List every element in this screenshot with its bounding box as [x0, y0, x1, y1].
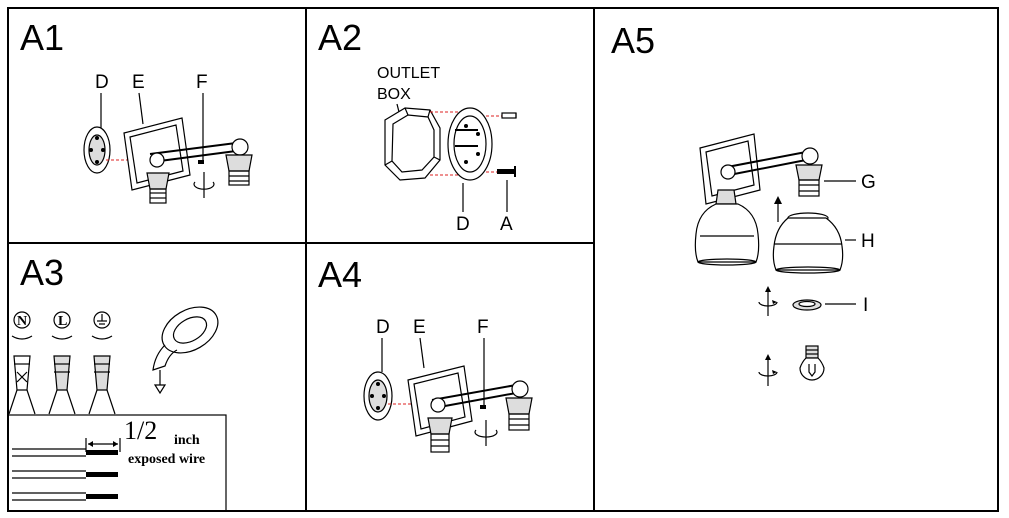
live-letter: L	[58, 314, 67, 329]
arm	[430, 380, 529, 413]
wire-strip-guide: 1/2 inch exposed wire	[7, 414, 227, 512]
arm	[149, 138, 249, 168]
panel-title-a4: A4	[318, 254, 362, 295]
light-bulb-icon	[799, 345, 825, 381]
label-i: I	[863, 295, 868, 316]
screw-top	[501, 112, 517, 119]
lock-ring-i	[792, 299, 822, 311]
label-h: H	[861, 231, 875, 252]
mounting-plate-d	[447, 107, 493, 181]
wire-nut-ground	[88, 355, 116, 415]
label-g: G	[861, 172, 876, 193]
outer-frame	[7, 7, 999, 512]
up-arrow	[774, 196, 782, 222]
ground-icon	[91, 311, 113, 340]
panel-a5: A5 G H I	[611, 20, 876, 386]
wire-2	[12, 470, 118, 479]
mounting-plate-d	[363, 371, 393, 421]
label-d: D	[95, 72, 109, 93]
outlet-box-label-line2: BOX	[377, 86, 411, 103]
label-d: D	[376, 317, 390, 338]
wire-nut-neutral	[8, 355, 36, 415]
screw-a	[497, 166, 516, 177]
wire-1	[12, 448, 118, 457]
strip-length-unit: inch	[174, 433, 200, 448]
live-symbol: L	[51, 311, 73, 340]
rotate-arrow	[758, 286, 778, 316]
outlet-box-label-line1: OUTLET	[377, 65, 440, 82]
neutral-letter: N	[17, 314, 27, 329]
panel-title-a2: A2	[318, 17, 362, 58]
panel-a3: A3 N L	[7, 252, 227, 512]
panel-a2: A2 OUTLET BOX D A	[318, 17, 517, 235]
label-e: E	[132, 72, 145, 93]
panel-title-a3: A3	[20, 252, 64, 293]
panel-title-a1: A1	[20, 17, 64, 58]
arm	[720, 147, 819, 180]
electrical-tape	[152, 306, 219, 395]
strip-caption: exposed wire	[128, 452, 205, 467]
label-a: A	[500, 214, 513, 235]
socket-a1-left	[146, 172, 170, 204]
wire-nut-live	[48, 355, 76, 415]
glass-shade-h	[772, 212, 844, 274]
socket-a4-left	[427, 417, 453, 453]
label-e: E	[413, 317, 426, 338]
socket-g	[795, 164, 823, 197]
neutral-symbol: N	[11, 311, 33, 340]
label-d: D	[456, 214, 470, 235]
socket-a1-right	[225, 154, 253, 186]
installed-shade	[694, 189, 760, 266]
outlet-box	[384, 107, 441, 181]
wire-3	[12, 492, 118, 501]
panel-a1: A1 D E F	[20, 17, 253, 204]
mounting-plate-d	[83, 126, 111, 174]
rotate-arrow	[758, 354, 778, 386]
panel-a4: A4 D E F	[318, 254, 533, 453]
panel-title-a5: A5	[611, 20, 655, 61]
socket-a4-right	[505, 397, 533, 431]
label-f: F	[196, 72, 208, 93]
label-f: F	[477, 317, 489, 338]
strip-length-fraction: 1/2	[124, 416, 157, 445]
